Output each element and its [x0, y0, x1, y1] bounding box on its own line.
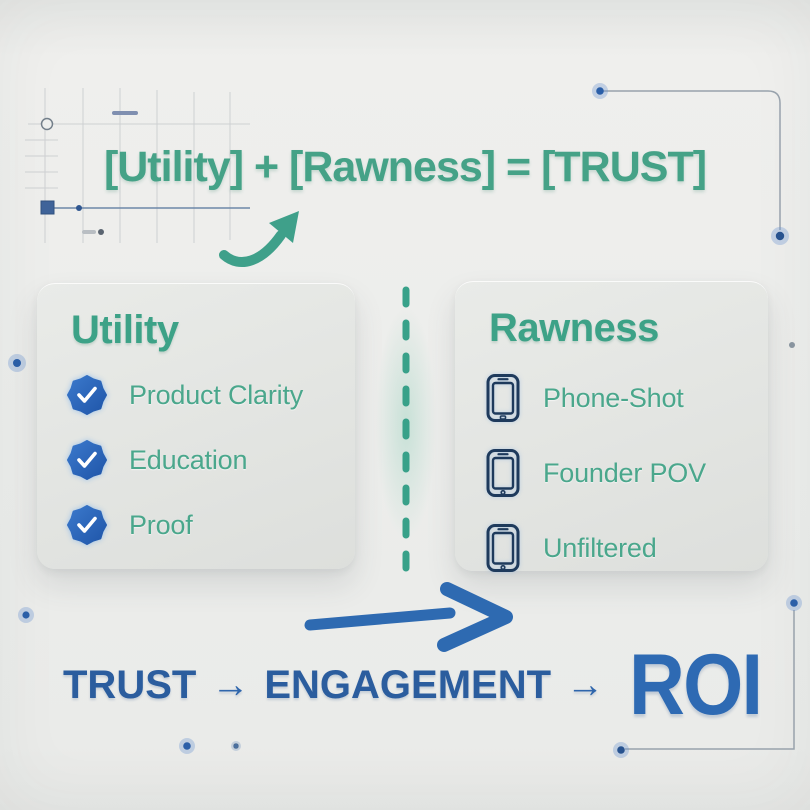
item-label: Proof: [129, 509, 193, 540]
verified-badge-icon: [67, 375, 107, 415]
accent-dots: [8, 83, 802, 758]
item-label: Founder POV: [543, 457, 706, 488]
connector-line-bottom-right: [625, 610, 795, 750]
grid-markers: [40, 111, 250, 235]
flow-trust-label: TRUST: [63, 662, 197, 707]
smartphone-icon: [485, 373, 521, 423]
smartphone-icon: [485, 523, 521, 573]
list-item: Education: [67, 440, 325, 480]
right-arrow-icon: [304, 582, 513, 652]
list-item: Unfiltered: [485, 523, 738, 573]
dashed-divider: [402, 286, 410, 576]
flow-arrow-icon: →: [211, 663, 250, 706]
list-item: Founder POV: [485, 448, 738, 498]
item-label: Unfiltered: [543, 532, 657, 563]
curved-arrow-icon: [219, 211, 299, 268]
headline-formula: [Utility] + [Rawness] = [TRUST]: [103, 143, 707, 191]
list-item: Proof: [67, 505, 325, 545]
utility-card: Utility Product Clarity Education Proof: [37, 283, 355, 569]
item-label: Product Clarity: [129, 379, 304, 410]
rawness-card-title: Rawness: [489, 306, 659, 350]
connector-line-top-right: [601, 90, 781, 230]
verified-badge-icon: [67, 505, 107, 545]
list-item: Product Clarity: [67, 375, 325, 415]
smartphone-icon: [485, 448, 521, 498]
utility-card-list: Product Clarity Education Proof: [67, 375, 325, 545]
flow-engagement-label: ENGAGEMENT: [264, 662, 552, 707]
rawness-card: Rawness Phone-Shot Founder POV Unfiltere…: [455, 281, 768, 573]
flow-row: TRUST → ENGAGEMENT → ROI: [63, 630, 763, 740]
list-item: Phone-Shot: [485, 373, 738, 423]
item-label: Phone-Shot: [543, 382, 684, 413]
verified-badge-icon: [67, 440, 107, 480]
item-label: Education: [129, 444, 248, 475]
flow-arrow-icon: →: [566, 663, 605, 706]
rawness-card-list: Phone-Shot Founder POV Unfiltered: [485, 373, 738, 573]
utility-card-title: Utility: [71, 308, 179, 352]
flow-roi-label: ROI: [629, 636, 763, 733]
